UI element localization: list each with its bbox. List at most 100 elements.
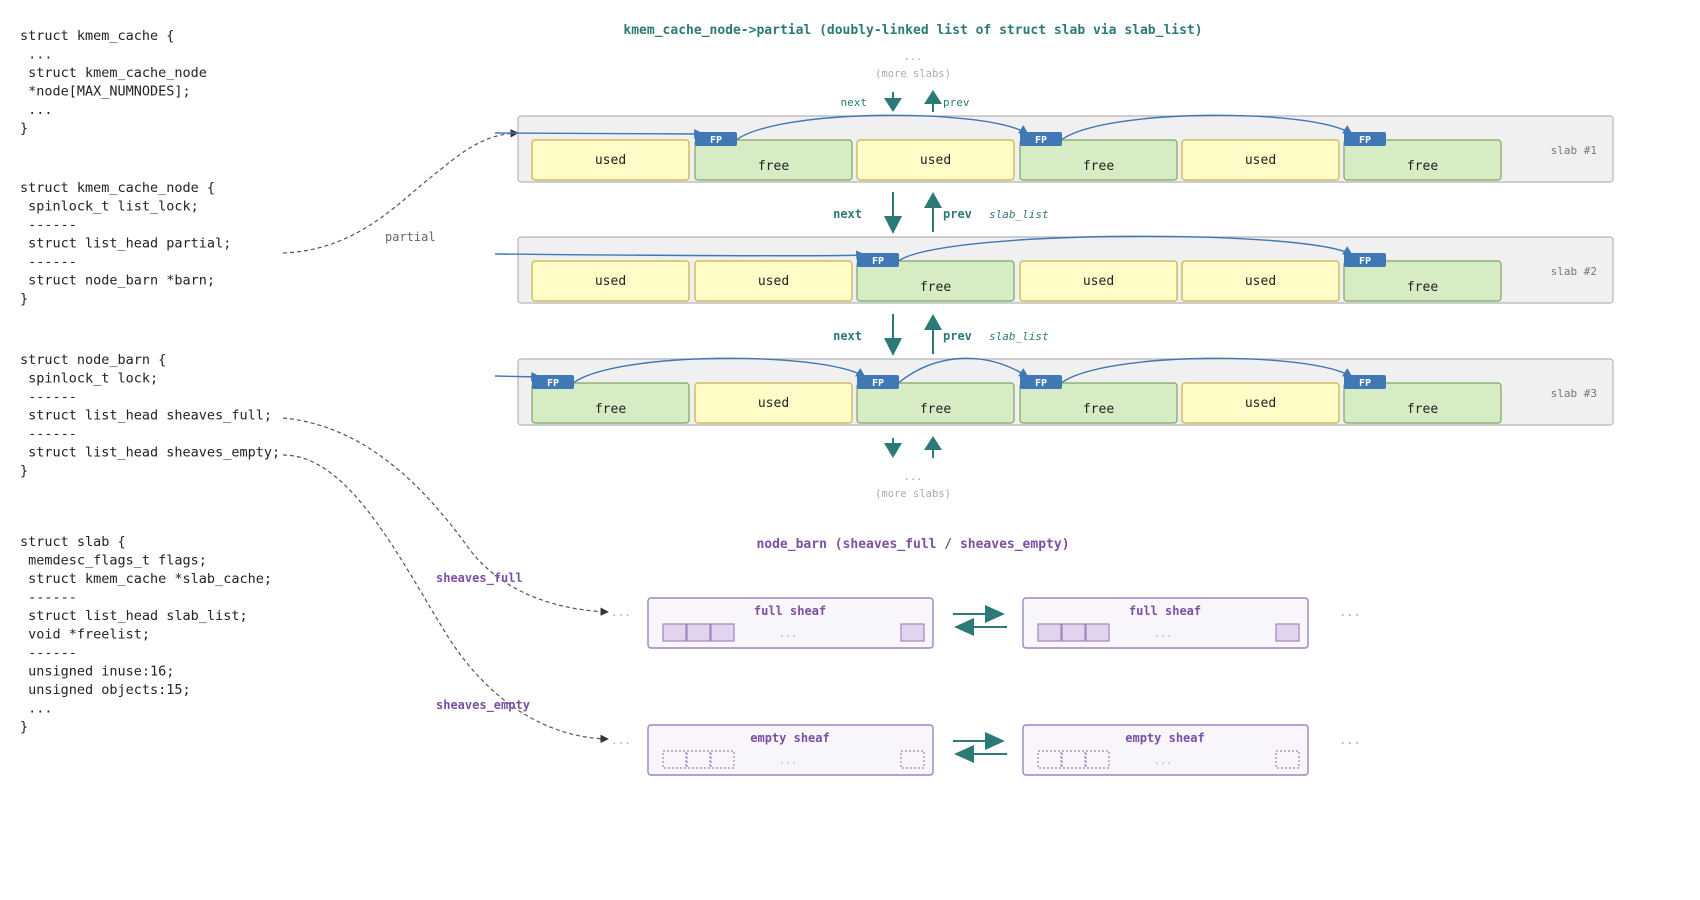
object-cell-label: free	[1083, 402, 1114, 417]
more-slabs-bottom-dots: ...	[904, 471, 923, 483]
partial-list-title: kmem_cache_node->partial (doubly-linked …	[623, 23, 1202, 38]
freelist-arrow	[734, 114, 1029, 142]
node-barn-code-line: }	[20, 463, 28, 479]
next-label-2: next	[833, 329, 862, 343]
kmem-cache-node-code-line: ------	[20, 217, 77, 233]
freelist-pointer-badge	[1020, 375, 1062, 389]
fp-label: FP	[872, 256, 884, 267]
used-object-cell	[531, 139, 690, 181]
freelist-pointer-badge	[1020, 132, 1062, 146]
sheaf-box	[1022, 724, 1309, 776]
object-cell-label: free	[758, 159, 789, 174]
node-barn-code-line: ------	[20, 426, 77, 442]
full-sheaf: full sheaf...	[1022, 597, 1309, 649]
object-cell-label: free	[595, 402, 626, 417]
slab-list-label-2: slab_list	[989, 330, 1049, 343]
slab-code-line: unsigned inuse:16;	[20, 664, 174, 680]
fp-label: FP	[1359, 378, 1371, 389]
node-barn-code-line: ------	[20, 389, 77, 405]
object-cell-label: free	[920, 402, 951, 417]
filled-object-slot	[686, 623, 711, 642]
full-sheaf: full sheaf...	[647, 597, 934, 649]
kmem-cache-node-code-line: struct node_barn *barn;	[20, 273, 215, 289]
freelist-pointer-badge	[857, 375, 899, 389]
next-label-1: next	[833, 207, 862, 221]
freelist-arrow	[1059, 357, 1353, 385]
slab-code-line: struct slab {	[20, 534, 126, 550]
freelist-arrow	[494, 250, 866, 261]
object-cell-label: used	[920, 153, 951, 168]
sheaf-title: full sheaf	[1129, 604, 1201, 618]
slab-code-line: unsigned objects:15;	[20, 682, 191, 698]
free-object-cell	[1019, 382, 1178, 424]
fp-label: FP	[710, 135, 722, 146]
used-object-cell	[531, 260, 690, 302]
filled-object-slot	[900, 623, 925, 642]
filled-object-slot	[1085, 623, 1110, 642]
filled-object-slot	[1061, 623, 1086, 642]
object-cell-label: used	[758, 396, 789, 411]
slab-name: slab #3	[1551, 387, 1597, 400]
freelist-pointer-badge	[695, 132, 737, 146]
prev-label-1: prev	[943, 207, 972, 221]
free-object-cell	[856, 260, 1015, 302]
filled-object-slot	[710, 623, 735, 642]
used-object-cell	[694, 260, 853, 302]
kmem-cache-node-code-line: spinlock_t list_lock;	[20, 199, 199, 215]
kmem-cache-node-code-line: }	[20, 291, 28, 307]
object-cell-label: free	[1407, 280, 1438, 295]
kmem-cache-node-code-line: struct list_head partial;	[20, 236, 231, 252]
between-1-2-links	[884, 192, 942, 234]
node-barn-code-line: struct list_head sheaves_empty;	[20, 445, 280, 461]
freelist-pointer-badge	[1344, 253, 1386, 267]
slab-name: slab #2	[1551, 265, 1597, 278]
slab-code-line: ------	[20, 645, 77, 661]
kmem-cache-code-line: }	[20, 121, 28, 137]
slab-code-line: }	[20, 719, 28, 735]
sheaves-full-label: sheaves_full	[436, 571, 523, 586]
node-barn-title: node_barn (sheaves_full / sheaves_empty)	[756, 537, 1069, 552]
free-object-cell	[1019, 139, 1178, 181]
full-row-more: ...	[1339, 605, 1361, 619]
sheaf-title: empty sheaf	[750, 731, 829, 745]
freelist-pointer-badge	[1344, 132, 1386, 146]
freelist-arrow	[571, 357, 866, 385]
slab-code-line: struct list_head slab_list;	[20, 608, 248, 624]
top-next-arrow	[884, 92, 902, 112]
filled-object-slot	[1275, 623, 1300, 642]
more-slabs-bottom-label: (more slabs)	[875, 488, 951, 500]
kmem-cache-code-line: struct kmem_cache {	[20, 28, 174, 44]
slab-code-line: memdesc_flags_t flags;	[20, 553, 207, 569]
slab-list-label-1: slab_list	[989, 208, 1049, 221]
used-object-cell	[1181, 382, 1340, 424]
partial-connector	[282, 129, 519, 254]
sheaf-dots: ...	[1154, 629, 1172, 640]
sheaves-full-connector	[282, 417, 609, 616]
fp-label: FP	[1035, 135, 1047, 146]
free-object-cell	[856, 382, 1015, 424]
slab-name: slab #1	[1551, 144, 1597, 157]
free-object-cell	[1343, 382, 1502, 424]
free-object-cell	[694, 139, 853, 181]
partial-label: partial	[385, 230, 436, 244]
fp-label: FP	[1359, 256, 1371, 267]
object-cell-label: free	[1407, 159, 1438, 174]
freelist-arrow	[896, 357, 1029, 385]
slab-code-line: struct kmem_cache *slab_cache;	[20, 571, 272, 587]
object-cell-label: free	[920, 280, 951, 295]
between-2-3-links	[884, 314, 942, 356]
object-cell-label: used	[595, 153, 626, 168]
top-prev-label: prev	[943, 96, 970, 109]
free-object-cell	[1343, 260, 1502, 302]
sheaves-empty-dots: ...	[611, 734, 631, 747]
struct-slab-code: struct slab { memdesc_flags_t flags; str…	[20, 534, 272, 735]
freelist-pointer-badge	[532, 375, 574, 389]
fp-label: FP	[872, 378, 884, 389]
sheaves-empty-label: sheaves_empty	[436, 698, 530, 713]
sheaf-title: full sheaf	[754, 604, 826, 618]
filled-object-slot	[662, 623, 687, 642]
kmem-cache-code-line: ...	[20, 47, 53, 63]
more-slabs-top-label: (more slabs)	[875, 68, 951, 80]
empty-row-more: ...	[1339, 733, 1361, 747]
